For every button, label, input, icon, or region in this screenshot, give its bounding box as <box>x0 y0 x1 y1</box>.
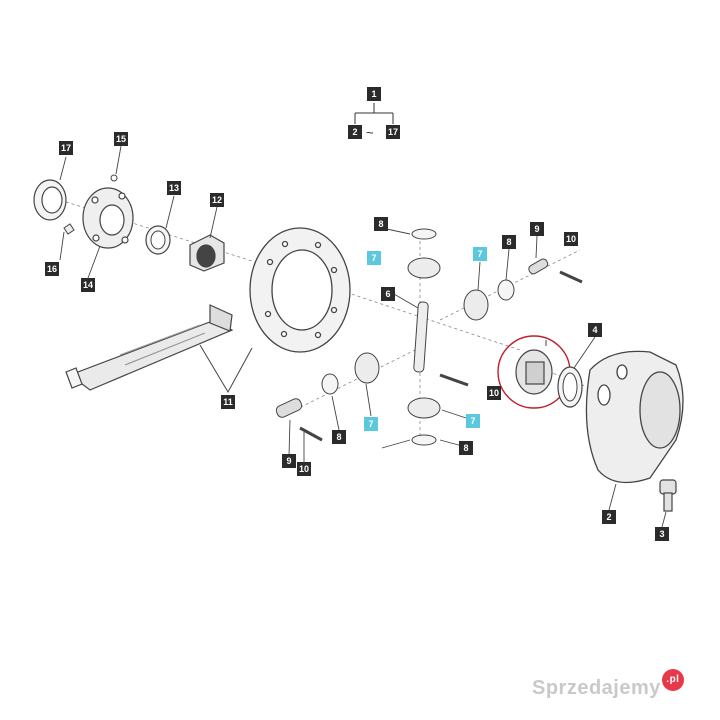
ring-gear-part <box>249 227 351 353</box>
cross-pin-part <box>413 301 429 373</box>
callout-4: 4 <box>588 323 602 337</box>
thrust-washer-hole <box>562 372 578 402</box>
callout-5: 5 <box>539 328 553 342</box>
seal-part <box>33 179 67 221</box>
washer-part-right <box>497 279 515 301</box>
washer-part-left <box>321 373 339 395</box>
callout-3: 3 <box>655 527 669 541</box>
callout-7-bottom-right: 7 <box>466 414 480 428</box>
differential-case-part <box>585 350 684 484</box>
pinion-gear-left <box>354 352 380 384</box>
watermark-badge: .pl <box>661 669 684 691</box>
callout-17: 17 <box>59 141 73 155</box>
callout-6: 6 <box>381 287 395 301</box>
callout-10-center: 10 <box>487 386 501 400</box>
callout-7-top-right: 7 <box>473 247 487 261</box>
watermark-text: Sprzedajemy <box>532 677 661 699</box>
pin-part-10a <box>559 270 583 284</box>
watermark-logo: Sprzedajemy.pl <box>532 669 684 704</box>
callout-9-left: 9 <box>282 454 296 468</box>
callout-8-right: 8 <box>502 235 516 249</box>
leader-11 <box>199 344 253 394</box>
callout-17-range: 17 <box>386 125 400 139</box>
callout-8-top: 8 <box>374 217 388 231</box>
side-gear-bottom <box>407 397 441 419</box>
pinion-shaft-part <box>65 304 234 391</box>
callout-7-top-left: 7 <box>367 251 381 265</box>
callout-9-right: 9 <box>530 222 544 236</box>
washer-part-top <box>411 228 437 240</box>
range-separator: ~ <box>366 125 374 140</box>
side-gear-top <box>407 257 441 279</box>
pinion-gear-right <box>463 289 489 321</box>
callout-11: 11 <box>221 395 235 409</box>
callout-15: 15 <box>114 132 128 146</box>
pin-part-9b <box>275 398 303 418</box>
pin-part-9a <box>528 258 549 275</box>
callout-12: 12 <box>210 193 224 207</box>
callout-1: 1 <box>367 87 381 101</box>
shim-hole <box>150 230 166 250</box>
pin-part-10c <box>439 373 469 387</box>
callout-8-left: 8 <box>332 430 346 444</box>
callout-7-bottom-left: 7 <box>364 417 378 431</box>
side-gear-part-5 <box>515 349 553 395</box>
washer-part-bottom <box>411 434 437 446</box>
bearing-housing-part <box>82 187 134 249</box>
bearing-part-12 <box>189 234 225 272</box>
callout-13: 13 <box>167 181 181 195</box>
callout-8-bottom: 8 <box>459 441 473 455</box>
leader-lines <box>59 145 667 528</box>
assembly-bracket <box>354 103 394 124</box>
pin-part-10b <box>299 426 323 442</box>
callout-14: 14 <box>81 278 95 292</box>
callout-10-right: 10 <box>564 232 578 246</box>
callout-2-range: 2 <box>348 125 362 139</box>
bolt-part-3 <box>659 479 677 512</box>
callout-16: 16 <box>45 262 59 276</box>
small-nut-part <box>110 174 118 182</box>
callout-10-left: 10 <box>297 462 311 476</box>
bolt-part-16 <box>63 223 75 235</box>
callout-2: 2 <box>602 510 616 524</box>
